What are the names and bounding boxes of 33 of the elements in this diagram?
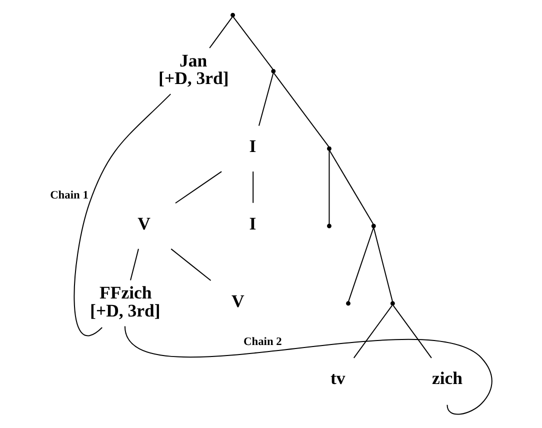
connector xyxy=(373,228,393,302)
connector xyxy=(130,248,139,280)
connector xyxy=(353,305,392,358)
node-text: Jan [+D, 3rd] xyxy=(158,50,229,88)
edge-label: Chain 2 xyxy=(244,336,282,348)
connector xyxy=(175,171,222,204)
node-point xyxy=(390,301,395,306)
connector xyxy=(258,73,274,126)
node-point xyxy=(271,68,276,74)
node-point xyxy=(327,146,332,151)
node-text: V xyxy=(138,213,150,234)
node-text: I xyxy=(249,136,256,156)
connector xyxy=(252,172,254,203)
node-point xyxy=(371,224,376,228)
connector xyxy=(348,228,374,302)
node-text: V xyxy=(232,290,244,311)
node-text: I xyxy=(249,213,256,234)
connector xyxy=(328,150,330,224)
node-point xyxy=(327,224,332,228)
connector xyxy=(209,16,233,48)
connector xyxy=(329,150,374,224)
connector xyxy=(232,16,274,70)
node-text: tv xyxy=(330,368,346,388)
node-text: zich xyxy=(432,368,463,388)
node-point xyxy=(230,12,236,18)
node-point xyxy=(346,301,350,306)
connector xyxy=(74,94,171,336)
connector xyxy=(392,305,432,358)
connector xyxy=(170,248,212,281)
connector xyxy=(274,73,330,147)
node-text: FFzich [+D, 3rd] xyxy=(90,282,160,320)
edge-label: Chain 1 xyxy=(50,189,88,202)
connector xyxy=(124,326,492,415)
